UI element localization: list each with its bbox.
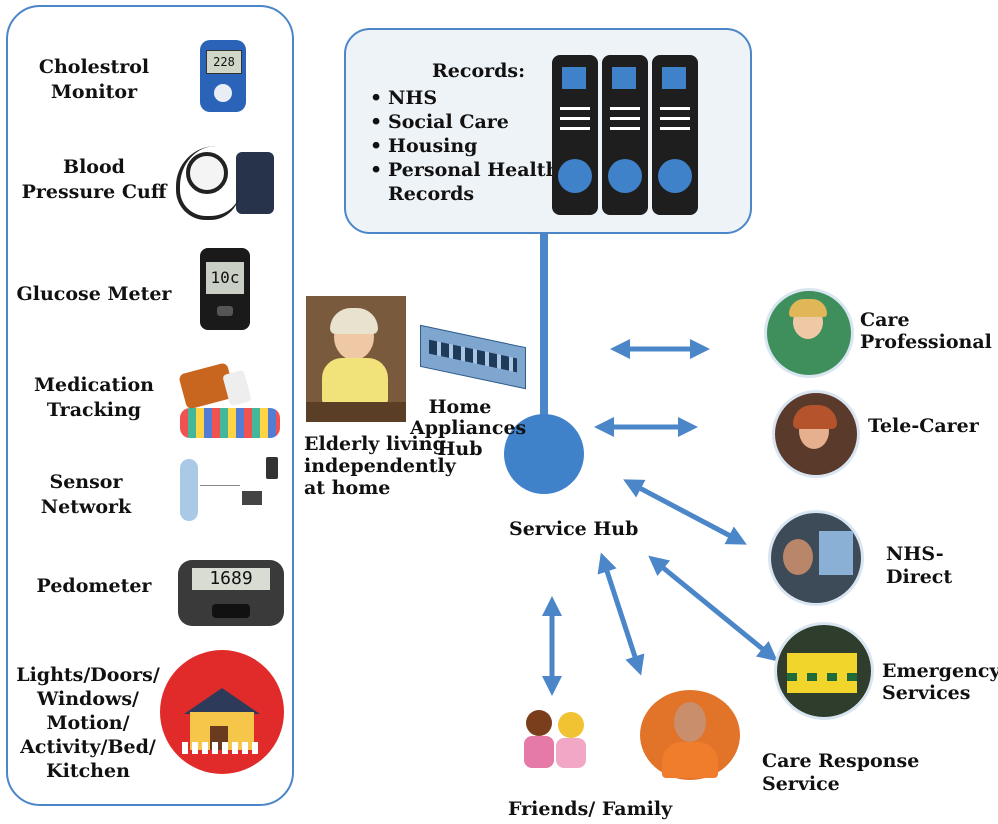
glucose-display: 10c — [206, 262, 244, 294]
records-item-nhs: NHS — [370, 86, 559, 110]
records-list: NHS Social Care Housing Personal Health … — [370, 86, 559, 206]
emergency-services-label: Emergency Services — [882, 660, 998, 704]
sensor-network-label: Sensor Network — [40, 471, 132, 518]
friends-family-label: Friends/ Family — [508, 798, 673, 820]
glucose-meter-label: Glucose Meter — [16, 283, 172, 305]
pedometer-label: Pedometer — [36, 575, 152, 597]
cholesterol-monitor-label: Cholestrol Monitor — [38, 56, 150, 103]
blood-pressure-cuff-label: Blood Pressure Cuff — [21, 156, 167, 203]
friends-family-icon — [520, 710, 592, 784]
records-item-social-care: Social Care — [370, 110, 559, 134]
elderly-person-photo — [306, 296, 406, 422]
service-hub-label: Service Hub — [509, 518, 639, 540]
service-hub-circle — [504, 414, 584, 494]
records-title: Records: — [432, 60, 526, 82]
care-response-photo — [640, 690, 740, 780]
tele-carer-photo — [772, 390, 860, 478]
nhs-direct-photo — [768, 510, 864, 606]
medication-tracking-label: Medication Tracking — [34, 374, 154, 421]
care-professional-label: Care Professional — [860, 309, 992, 353]
blood-pressure-cuff-icon — [176, 138, 276, 220]
server-icon-3 — [652, 55, 698, 215]
pedometer-display: 1689 — [192, 568, 270, 590]
lights-doors-label: Lights/Doors/ Windows/ Motion/ Activity/… — [16, 664, 160, 782]
medication-icon — [176, 362, 280, 440]
elderly-label: Elderly living independently at home — [304, 433, 456, 499]
arrow-nhs-direct — [623, 479, 747, 545]
emergency-services-photo — [774, 622, 874, 720]
server-icon-1 — [552, 55, 598, 215]
care-response-label: Care Response Service — [762, 750, 920, 795]
cholesterol-display: 228 — [206, 50, 242, 74]
server-icon-2 — [602, 55, 648, 215]
pedometer-icon: 1689 — [178, 560, 284, 626]
sensor-network-icon — [172, 455, 286, 527]
tele-carer-label: Tele-Carer — [868, 415, 979, 437]
home-hub-label: Home Appliances Hub — [410, 396, 527, 460]
arrow-care-response — [597, 552, 645, 676]
arrow-emergency — [648, 555, 778, 662]
house-icon — [160, 650, 284, 774]
care-professional-photo — [764, 288, 854, 378]
records-item-housing: Housing — [370, 134, 559, 158]
records-item-personal-health: Personal Health Records — [370, 158, 559, 206]
nhs-direct-label: NHS-Direct — [886, 543, 953, 588]
cholesterol-monitor-icon: 228 — [200, 40, 246, 112]
glucose-meter-icon: 10c — [200, 248, 250, 330]
